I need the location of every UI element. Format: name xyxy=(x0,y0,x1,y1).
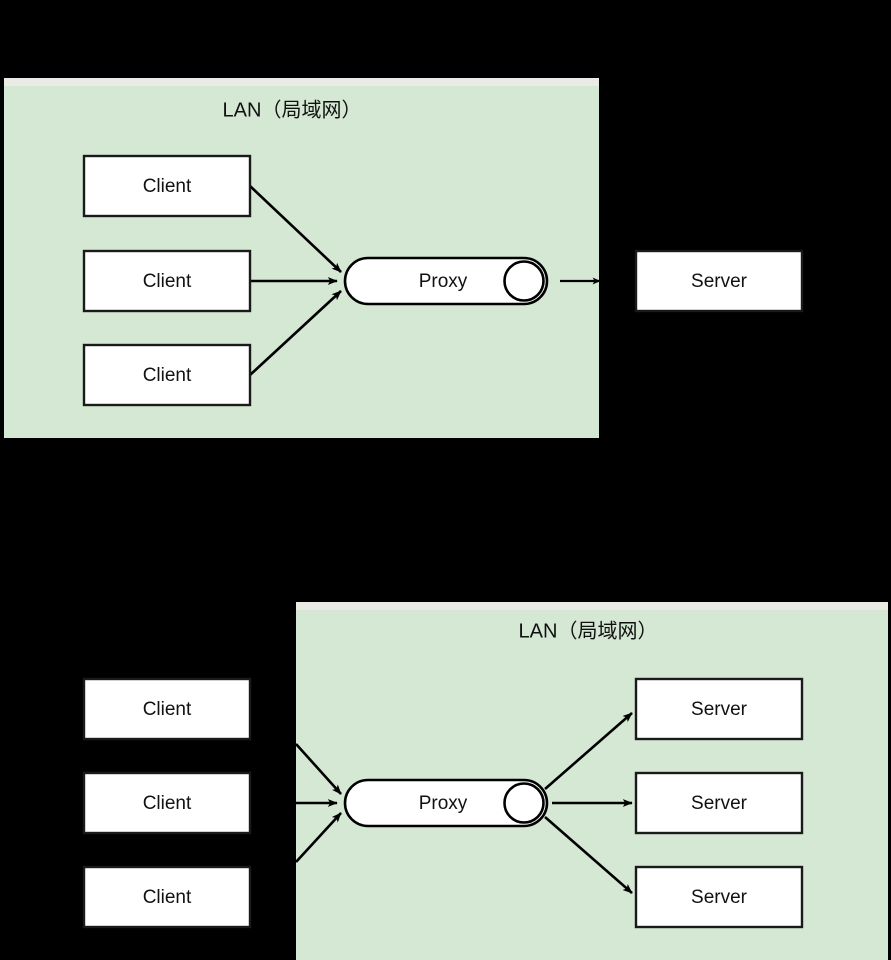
proxy-node[interactable]: Proxy xyxy=(343,256,549,306)
server-node[interactable]: Server xyxy=(634,771,804,835)
client-node[interactable]: Client xyxy=(82,865,252,929)
client-box[interactable] xyxy=(82,154,252,218)
proxy-cylinder-body[interactable] xyxy=(343,778,549,828)
client-label: Client xyxy=(143,365,192,386)
client-node[interactable]: Client xyxy=(82,771,252,835)
proxy-cylinder-cap xyxy=(503,782,545,824)
edge-client1-to-proxy-bottom xyxy=(295,743,342,795)
server-box[interactable] xyxy=(634,249,804,313)
server-box[interactable] xyxy=(634,865,804,929)
client-label: Client xyxy=(143,176,192,197)
proxy-label: Proxy xyxy=(419,271,468,292)
edge-proxy-to-server3 xyxy=(544,816,633,894)
edge-proxy-to-server1 xyxy=(544,712,633,790)
client-label: Client xyxy=(143,271,192,292)
lan-top-strip-top xyxy=(4,78,599,87)
lan-top-strip-bottom xyxy=(296,602,888,611)
client-node[interactable]: Client xyxy=(82,249,252,313)
lan-title-top: LAN（局域网） xyxy=(223,98,362,121)
client-label: Client xyxy=(143,793,192,814)
client-box[interactable] xyxy=(82,677,252,741)
client-label: Client xyxy=(143,887,192,908)
edge-client1-to-proxy xyxy=(249,185,342,273)
edge-client3-to-proxy xyxy=(249,290,342,376)
client-node[interactable]: Client xyxy=(82,154,252,218)
forward-proxy-diagram: LAN（局域网） Client Client Client xyxy=(4,78,804,438)
client-box[interactable] xyxy=(82,865,252,929)
server-node[interactable]: Server xyxy=(634,677,804,741)
server-box[interactable] xyxy=(634,771,804,835)
server-box[interactable] xyxy=(634,677,804,741)
server-label: Server xyxy=(691,793,748,814)
server-label: Server xyxy=(691,271,748,292)
client-box[interactable] xyxy=(82,343,252,407)
reverse-proxy-diagram: LAN（局域网） Client Client Client xyxy=(82,602,888,960)
lan-title-bottom: LAN（局域网） xyxy=(519,619,658,642)
proxy-label: Proxy xyxy=(419,793,468,814)
server-node[interactable]: Server xyxy=(634,249,804,313)
server-label: Server xyxy=(691,699,748,720)
edge-client3-to-proxy-bottom xyxy=(295,812,342,863)
client-box[interactable] xyxy=(82,771,252,835)
proxy-node[interactable]: Proxy xyxy=(343,778,549,828)
client-box[interactable] xyxy=(82,249,252,313)
client-label: Client xyxy=(143,699,192,720)
client-node[interactable]: Client xyxy=(82,343,252,407)
server-label: Server xyxy=(691,887,748,908)
proxy-cylinder-cap xyxy=(503,260,545,302)
client-node[interactable]: Client xyxy=(82,677,252,741)
server-node[interactable]: Server xyxy=(634,865,804,929)
proxy-cylinder-body[interactable] xyxy=(343,256,549,306)
